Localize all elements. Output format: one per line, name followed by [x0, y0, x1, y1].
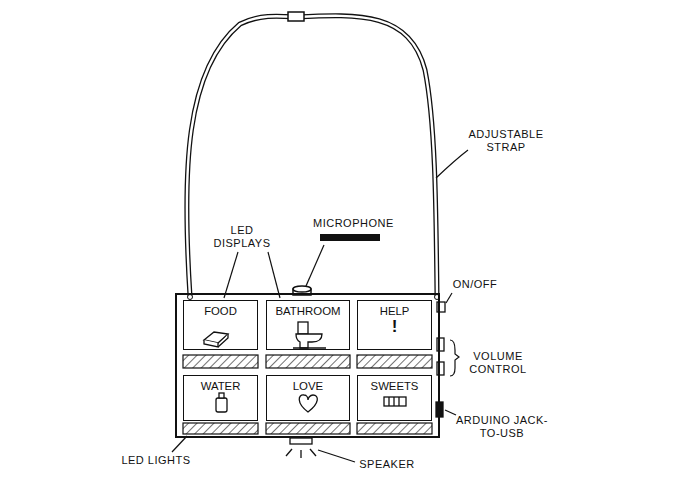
callout-label: LED LIGHTS	[118, 454, 194, 467]
display-label: SWEETS	[358, 376, 431, 393]
display-label: LOVE	[267, 376, 349, 393]
led-display-cell: HELP!	[357, 300, 432, 350]
callout-label: ADJUSTABLE STRAP	[462, 128, 550, 154]
callout-label: LED DISPLAYS	[206, 224, 278, 250]
led-display-cell: FOOD	[183, 300, 258, 350]
led-light-bars	[183, 355, 432, 434]
led-display-cell: WATER	[183, 375, 258, 421]
display-label: FOOD	[184, 301, 257, 318]
scribble-bar	[320, 234, 380, 241]
led-display-cell: SWEETS	[357, 375, 432, 421]
device-housing: FOOD BATHROOM HELP! WATER LOVE SWEETS	[175, 293, 440, 438]
callout-label: MICROPHONE	[313, 217, 393, 230]
led-display-cell: LOVE	[266, 375, 350, 421]
callout-label: SPEAKER	[356, 458, 418, 471]
callout-label: ARDUINO JACK-TO-USB	[455, 414, 549, 440]
speaker	[286, 438, 316, 458]
display-label: HELP	[358, 301, 431, 318]
leader-lines	[172, 150, 468, 462]
water-bottle-icon	[216, 393, 227, 412]
callout-label: VOLUME CONTROL	[461, 350, 535, 376]
toilet-icon	[293, 322, 326, 348]
strap-buckle	[288, 12, 304, 21]
display-symbol: !	[358, 318, 431, 336]
candy-bar-icon	[384, 397, 406, 406]
display-label: BATHROOM	[267, 301, 349, 318]
display-label: WATER	[184, 376, 257, 393]
heart-icon	[299, 395, 317, 412]
side-controls	[436, 302, 445, 417]
callout-label: ON/OFF	[447, 278, 503, 291]
food-icon	[204, 332, 228, 347]
strap	[187, 12, 440, 300]
strap-ring	[188, 295, 193, 300]
led-display-cell: BATHROOM	[266, 300, 350, 350]
